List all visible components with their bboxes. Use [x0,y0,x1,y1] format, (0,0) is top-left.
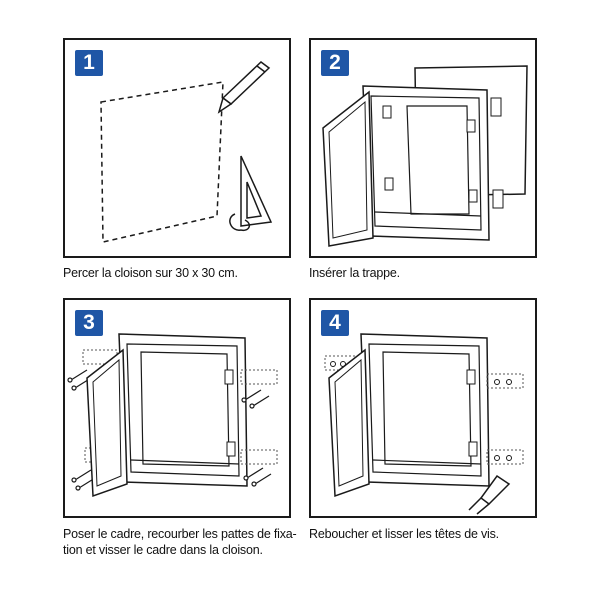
step-3-illustration [67,333,278,498]
step-1-illustration [100,61,273,243]
step-2-badge: 2 [321,50,349,76]
step-3-badge: 3 [75,310,103,336]
step-4-panel: 4 [309,298,537,518]
step-1-caption: Percer la cloison sur 30 x 30 cm. [63,266,238,280]
step-4-badge: 4 [321,310,349,336]
step-4-illustration [324,333,524,515]
putty-knife-icon [468,474,511,515]
step-2-panel: 2 [309,38,537,258]
step-2-illustration [322,65,528,247]
step-4-caption: Reboucher et lisser les têtes de vis. [309,527,499,541]
step-3-panel: 3 [63,298,291,518]
pencil-icon [217,61,271,114]
step-1-badge: 1 [75,50,103,76]
step-2-caption: Insérer la trappe. [309,266,400,280]
step-3-caption: Poser le cadre, recourber les pattes de … [63,527,297,557]
set-square-icon [229,155,273,232]
step-1-panel: 1 [63,38,291,258]
